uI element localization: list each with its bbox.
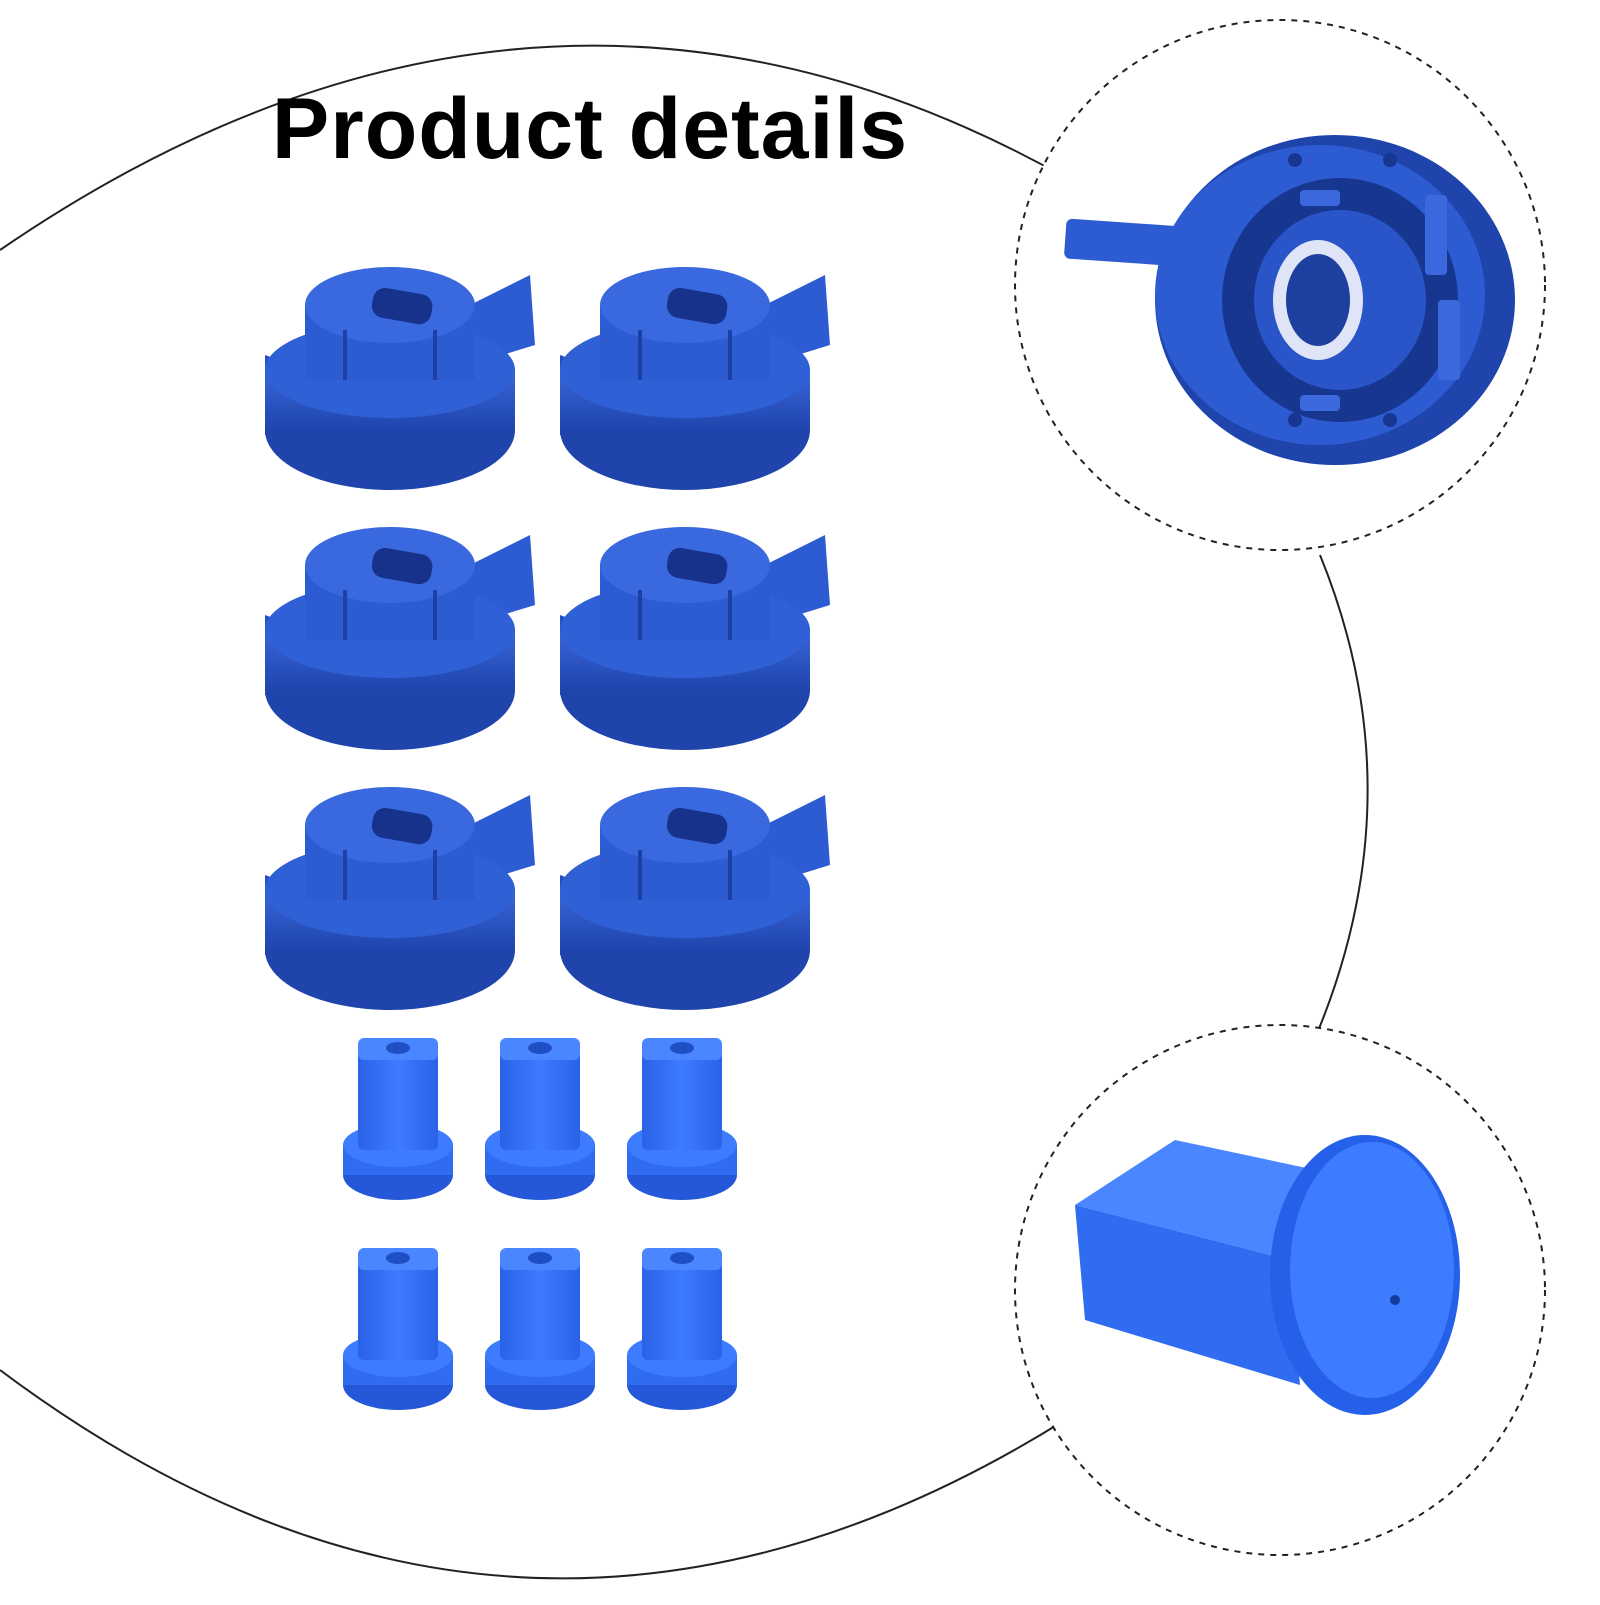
nozzle-tip-view-icon xyxy=(1075,1135,1460,1415)
callout-nozzle-tip xyxy=(1014,1024,1546,1556)
cap-icon xyxy=(560,787,830,1010)
tip-group xyxy=(343,1038,737,1410)
cap-icon xyxy=(265,267,535,490)
nozzle-tip-icon xyxy=(485,1248,595,1410)
cap-icon xyxy=(560,267,830,490)
nozzle-tip-icon xyxy=(343,1038,453,1200)
nozzle-tip-icon xyxy=(627,1038,737,1200)
nozzle-tip-icon xyxy=(343,1248,453,1410)
cap-group xyxy=(265,267,830,1010)
cap-inside-view-icon xyxy=(1064,135,1515,465)
nozzle-tip-icon xyxy=(627,1248,737,1410)
cap-icon xyxy=(265,527,535,750)
callout-cap-inside xyxy=(1014,19,1546,551)
page-title: Product details xyxy=(271,81,909,177)
cap-icon xyxy=(265,787,535,1010)
cap-icon xyxy=(560,527,830,750)
nozzle-tip-icon xyxy=(485,1038,595,1200)
background-arc xyxy=(0,44,1369,1580)
